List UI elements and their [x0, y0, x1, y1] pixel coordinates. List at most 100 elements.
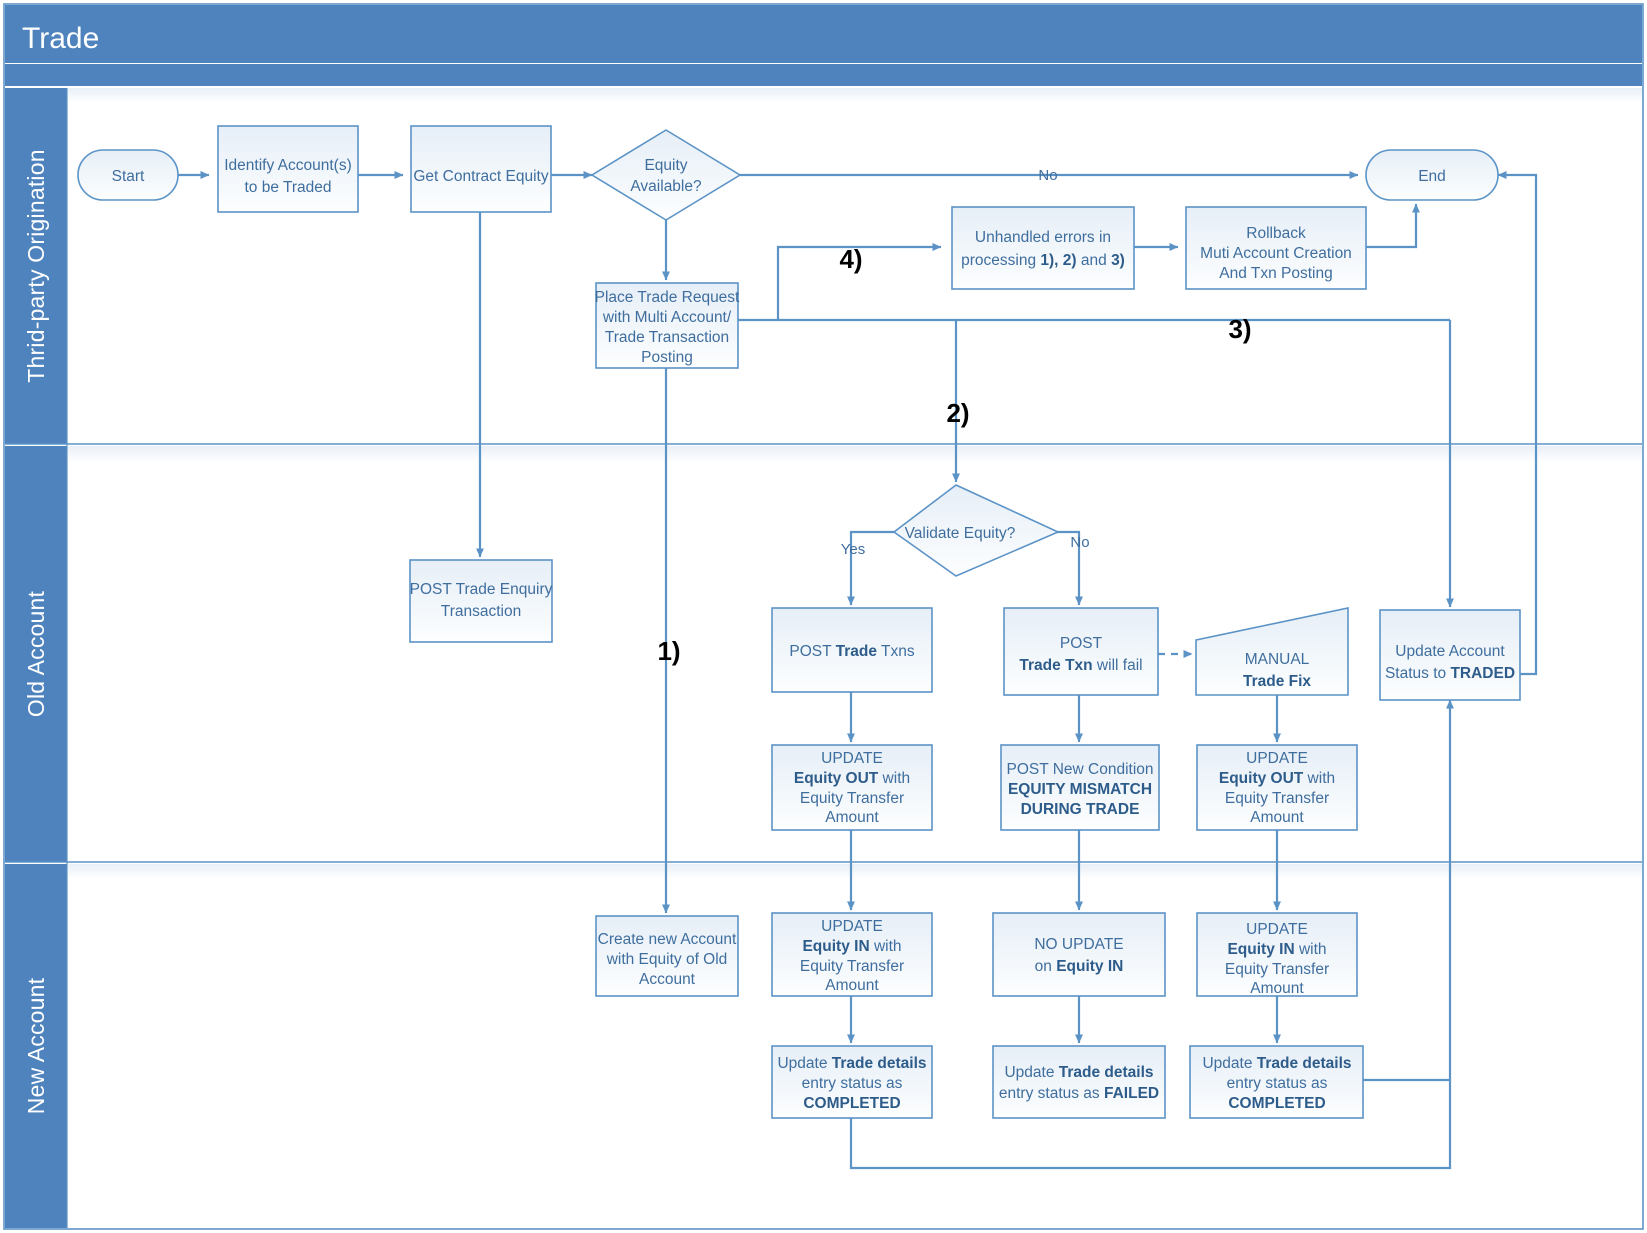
node-post-enquiry-line2: Transaction	[441, 603, 521, 620]
edge-label-equity-no: No	[1038, 167, 1057, 184]
node-post-new-cond-line2: EQUITY MISMATCH	[1008, 781, 1152, 798]
node-identify-accounts[interactable]: Identify Account(s) to be Traded	[217, 125, 359, 213]
node-eq-out1-line3: Equity Transfer	[800, 790, 904, 807]
node-trade-details-completed-1[interactable]: Update Trade details entry status as COM…	[771, 1045, 933, 1119]
node-trade-details-completed-2[interactable]: Update Trade details entry status as COM…	[1189, 1045, 1364, 1119]
node-identify-line2: to be Traded	[244, 179, 331, 196]
edge-label-validate-no: No	[1070, 534, 1089, 551]
node-create-new-account[interactable]: Create new Account with Equity of Old Ac…	[595, 915, 739, 997]
node-validate-equity-decision[interactable]: Validate Equity?	[892, 484, 1060, 577]
node-trade-details-failed[interactable]: Update Trade details entry status as FAI…	[992, 1045, 1166, 1119]
node-no-update-line1: NO UPDATE	[1034, 936, 1123, 953]
node-post-enquiry-line1: POST Trade Enquiry	[410, 581, 553, 598]
node-post-new-cond-line3: DURING TRADE	[1021, 801, 1140, 818]
node-post-new-condition[interactable]: POST New Condition EQUITY MISMATCH DURIN…	[1000, 744, 1160, 831]
node-update-equity-out-2[interactable]: UPDATE Equity OUT with Equity Transfer A…	[1196, 744, 1358, 831]
node-eq-out2-line2: Equity OUT with	[1219, 770, 1335, 787]
node-equity-available-line1: Equity	[644, 157, 687, 174]
node-update-status-line2: Status to TRADED	[1385, 665, 1515, 682]
node-place-trade-request[interactable]: Place Trade Request with Multi Account/ …	[595, 282, 740, 369]
node-end-label: End	[1418, 168, 1446, 185]
ref-label-4: 4)	[839, 244, 862, 274]
node-eq-out1-line1: UPDATE	[821, 750, 883, 767]
node-no-update-equity-in[interactable]: NO UPDATE on Equity IN	[992, 912, 1166, 997]
node-post-trade-fail-line2: Trade Txn will fail	[1019, 657, 1142, 674]
node-place-trade-line2: with Multi Account/	[602, 309, 732, 326]
node-eq-out1-line4: Amount	[825, 809, 879, 826]
node-rollback-line3: And Txn Posting	[1219, 265, 1332, 282]
node-update-equity-in-2[interactable]: UPDATE Equity IN with Equity Transfer Am…	[1196, 912, 1358, 997]
node-get-contract-equity[interactable]: Get Contract Equity	[410, 125, 552, 213]
node-eq-in2-line3: Equity Transfer	[1225, 961, 1329, 978]
node-unhandled-line1: Unhandled errors in	[975, 229, 1111, 246]
node-eq-in1-line2: Equity IN with	[802, 938, 901, 955]
node-post-trade-enquiry[interactable]: POST Trade Enquiry Transaction	[409, 559, 553, 643]
node-no-update-line2: on Equity IN	[1035, 958, 1124, 975]
node-start[interactable]: Start	[77, 149, 179, 201]
node-eq-in1-line3: Equity Transfer	[800, 958, 904, 975]
node-completed1-line1: Update Trade details	[777, 1055, 926, 1072]
node-create-account-line1: Create new Account	[598, 931, 737, 948]
node-post-trade-txn-fail[interactable]: POST Trade Txn will fail	[1003, 607, 1159, 696]
node-validate-equity-label: Validate Equity?	[905, 525, 1016, 542]
node-update-equity-in-1[interactable]: UPDATE Equity IN with Equity Transfer Am…	[771, 912, 933, 997]
node-failed-line1: Update Trade details	[1004, 1064, 1153, 1081]
node-eq-out2-line4: Amount	[1250, 809, 1304, 826]
node-end[interactable]: End	[1365, 149, 1499, 201]
node-place-trade-line4: Posting	[641, 349, 693, 366]
pool-title-underband	[5, 64, 1642, 86]
connectors	[178, 171, 1538, 1170]
node-get-contract-label: Get Contract Equity	[413, 168, 549, 185]
node-completed2-line1: Update Trade details	[1202, 1055, 1351, 1072]
node-update-account-status[interactable]: Update Account Status to TRADED	[1379, 609, 1521, 701]
node-eq-in2-line2: Equity IN with	[1227, 941, 1326, 958]
node-completed2-line2: entry status as	[1227, 1075, 1328, 1092]
node-place-trade-line1: Place Trade Request	[595, 289, 740, 306]
node-eq-out2-line1: UPDATE	[1246, 750, 1308, 767]
node-eq-in2-line4: Amount	[1250, 980, 1304, 997]
node-eq-in1-line4: Amount	[825, 977, 879, 994]
ref-label-3: 3)	[1228, 314, 1251, 344]
node-eq-in1-line1: UPDATE	[821, 918, 883, 935]
lane-label-new-account: New Account	[23, 977, 49, 1114]
node-unhandled-errors[interactable]: Unhandled errors in processing 1), 2) an…	[951, 206, 1135, 290]
node-post-trade-txns-label: POST Trade Txns	[789, 643, 914, 660]
node-post-new-cond-line1: POST New Condition	[1006, 761, 1153, 778]
node-rollback-line1: Rollback	[1246, 225, 1306, 242]
node-update-equity-out-1[interactable]: UPDATE Equity OUT with Equity Transfer A…	[771, 744, 933, 831]
node-create-account-line3: Account	[639, 971, 696, 988]
node-eq-out2-line3: Equity Transfer	[1225, 790, 1329, 807]
node-place-trade-line3: Trade Transaction	[605, 329, 729, 346]
page-title: Trade	[22, 22, 99, 55]
pool-title-band	[5, 5, 1642, 63]
node-completed2-line3: COMPLETED	[1228, 1095, 1325, 1112]
lane-header-old-account	[5, 446, 67, 862]
ref-label-2: 2)	[946, 398, 969, 428]
node-equity-available-decision[interactable]: Equity Available?	[590, 129, 742, 221]
node-completed1-line3: COMPLETED	[803, 1095, 900, 1112]
ref-label-1: 1)	[657, 636, 680, 666]
lane-header-new-account	[5, 864, 67, 1228]
node-start-label: Start	[112, 168, 145, 185]
lane-header-third-party	[5, 88, 67, 444]
node-equity-available-line2: Available?	[630, 178, 702, 195]
node-failed-line2: entry status as FAILED	[999, 1085, 1159, 1102]
node-unhandled-line2: processing 1), 2) and 3)	[961, 252, 1125, 269]
node-manual-fix-line2: Trade Fix	[1243, 673, 1311, 690]
lane-label-third-party: Thrid-party Origination	[23, 149, 49, 382]
node-post-trade-fail-line1: POST	[1060, 635, 1103, 652]
node-eq-out1-line2: Equity OUT with	[794, 770, 910, 787]
node-rollback[interactable]: Rollback Muti Account Creation And Txn P…	[1185, 206, 1367, 290]
lane-label-old-account: Old Account	[23, 590, 49, 717]
node-post-trade-txns[interactable]: POST Trade Txns	[771, 607, 933, 693]
edge-label-validate-yes: Yes	[841, 541, 865, 558]
node-completed1-line2: entry status as	[802, 1075, 903, 1092]
node-rollback-line2: Muti Account Creation	[1200, 245, 1352, 262]
node-create-account-line2: with Equity of Old	[606, 951, 728, 968]
node-eq-in2-line1: UPDATE	[1246, 921, 1308, 938]
node-identify-line1: Identify Account(s)	[224, 157, 352, 174]
node-manual-trade-fix[interactable]: MANUAL Trade Fix	[1195, 607, 1349, 696]
node-update-status-line1: Update Account	[1395, 643, 1505, 660]
